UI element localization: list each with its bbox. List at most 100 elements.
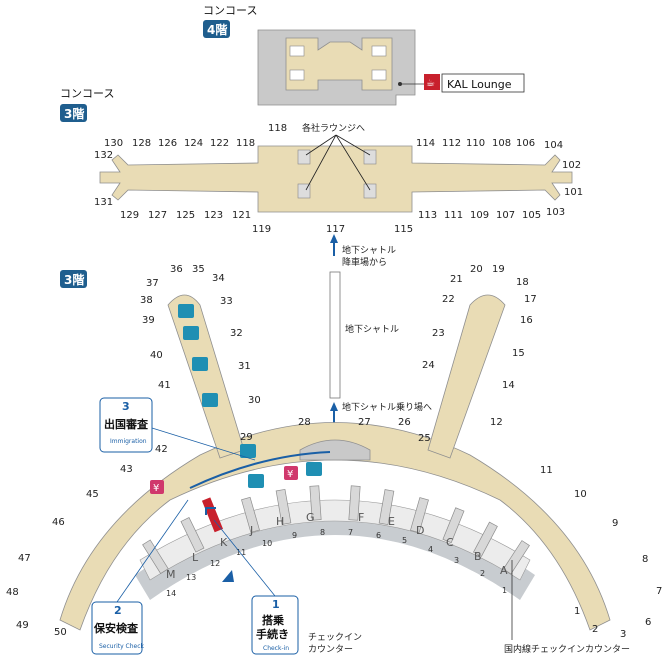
yen-glyph: ¥ (287, 469, 293, 480)
gate-37: 37 (146, 278, 159, 289)
step-2-leader (116, 499, 189, 603)
step-2-title: 保安検査 (93, 621, 138, 635)
stairs-icon (289, 69, 305, 81)
gate-23: 23 (432, 328, 445, 339)
gate-46: 46 (52, 517, 65, 528)
step-3-sub: Immigration (110, 438, 147, 445)
gate-111: 111 (444, 210, 463, 221)
stairs-icon (371, 69, 387, 81)
underground-shuttle: 地下シャトル 降車場から 地下シャトル 地下シャトル乗り場へ (329, 234, 432, 425)
road-lane-line (159, 535, 511, 595)
step-3-title: 出国審査 (104, 417, 148, 431)
lounge-box (441, 73, 525, 93)
gate-50: 50 (54, 627, 67, 638)
counter-g: G (306, 511, 315, 524)
center-pier (299, 439, 371, 461)
shuttle-boarding-note: 地下シャトル乗り場へ (342, 401, 432, 413)
gate-106: 106 (516, 138, 535, 149)
gate-127: 127 (148, 210, 167, 221)
counter-dash-11: 11 (236, 548, 246, 557)
counter-island-k[interactable] (201, 497, 224, 533)
lounge-pointer-lines (305, 134, 371, 191)
gate-132: 132 (94, 150, 113, 161)
main-floor-badge (60, 270, 87, 288)
right-arm-building (427, 294, 506, 459)
gate-118: 118 (236, 138, 255, 149)
counter-island-e (378, 489, 395, 526)
concourse-3-badge-text: 3階 (64, 106, 84, 121)
counter-island-l (180, 517, 205, 553)
checkin-hall (139, 499, 531, 581)
stairs-icon (297, 149, 311, 165)
counter-m: M (166, 568, 176, 581)
lounge-label: KAL Lounge (447, 78, 512, 91)
floor-3-concourse: コンコース 3階 各社ラウンジへ 130 128 126 124 122 118… (60, 87, 583, 235)
gate-117: 117 (326, 224, 345, 235)
gate-18: 18 (516, 277, 529, 288)
gate-7: 7 (656, 586, 662, 597)
step-2-number: 2 (114, 604, 122, 617)
checkin-counter-note-1: チェックイン (308, 632, 362, 643)
shuttle-arrival-note-1: 地下シャトル (342, 244, 396, 256)
gate-101: 101 (564, 187, 583, 198)
gate-108: 108 (492, 138, 511, 149)
counter-dash-7: 7 (348, 528, 353, 537)
gate-24: 24 (422, 360, 435, 371)
counter-f: F (358, 511, 364, 524)
gate-110: 110 (466, 138, 485, 149)
gate-39: 39 (142, 315, 155, 326)
gate-125: 125 (176, 210, 195, 221)
step-3-leader (151, 427, 256, 461)
yen-glyph: ¥ (153, 483, 159, 494)
counter-island-b (473, 521, 498, 557)
gate-112: 112 (442, 138, 461, 149)
counter-dash-10: 10 (262, 539, 272, 548)
gate-19: 19 (492, 264, 505, 275)
gate-43: 43 (120, 464, 133, 475)
main-terminal: 3階 M L K J H (6, 264, 662, 655)
counter-dash-8: 8 (320, 528, 325, 537)
restroom-icon (248, 474, 264, 488)
gate-16: 16 (520, 315, 533, 326)
shuttle-note: 地下シャトル (345, 323, 399, 335)
gate-115: 115 (394, 224, 413, 235)
floor-4-lounge-area (285, 37, 393, 91)
restroom-icon (306, 462, 322, 476)
floor-4-label: コンコース (203, 4, 257, 17)
gate-15: 15 (512, 348, 525, 359)
gate-6: 6 (645, 617, 651, 628)
counter-l: L (192, 551, 199, 564)
counter-island-j (241, 496, 260, 533)
gate-40: 40 (150, 350, 163, 361)
gate-121: 121 (232, 210, 251, 221)
gate-123: 123 (204, 210, 223, 221)
counter-a: A (500, 564, 508, 577)
gate-11: 11 (540, 465, 553, 476)
counter-dash-14: 14 (166, 589, 176, 598)
gate-1: 1 (574, 606, 580, 617)
counter-island-f (348, 485, 361, 521)
gate-20: 20 (470, 264, 483, 275)
shuttle-arrival-arrowhead (330, 234, 338, 243)
counter-b: B (474, 550, 482, 563)
counter-k: K (220, 536, 228, 549)
lounges-note: 各社ラウンジへ (302, 122, 365, 134)
gate-26: 26 (398, 417, 411, 428)
step-3-box (99, 397, 153, 453)
departure-flow-line (189, 451, 331, 489)
gate-105: 105 (522, 210, 541, 221)
concourse-building (99, 145, 573, 213)
counter-dash-3: 3 (454, 556, 459, 565)
counter-island-a (502, 540, 530, 575)
step-1-title-2: 手続き (256, 627, 289, 641)
yen-exchange-icon (284, 466, 298, 480)
gate-33: 33 (220, 296, 233, 307)
gate-109: 109 (470, 210, 489, 221)
step-1-title-1: 搭乗 (262, 613, 284, 627)
floor-4-badge-text: 4階 (207, 22, 227, 37)
checkin-flow-arrow (205, 507, 216, 515)
gate-27: 27 (358, 417, 371, 428)
counter-island-h (275, 488, 292, 525)
domestic-counter-note: 国内線チェックインカウンター (504, 643, 630, 655)
